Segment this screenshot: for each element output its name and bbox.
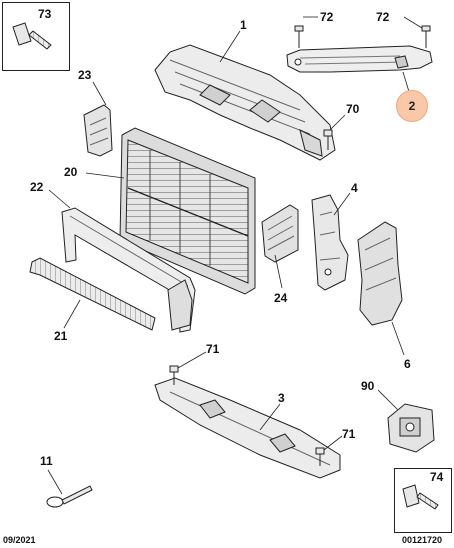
callout-90: 90 <box>361 379 375 393</box>
screw-73-icon[interactable] <box>3 3 69 70</box>
callout-3: 3 <box>278 391 285 405</box>
callout-1: 1 <box>240 18 247 32</box>
callout-23: 23 <box>78 68 92 82</box>
callout-22: 22 <box>30 180 44 194</box>
box-part-73 <box>2 2 70 71</box>
callout-20: 20 <box>64 165 78 179</box>
leader-72-right <box>403 16 423 29</box>
bolt-71-bottom[interactable] <box>315 447 325 466</box>
footer-date: 09/2021 <box>3 535 36 545</box>
callout-24: 24 <box>274 291 288 305</box>
callout-21: 21 <box>54 329 68 343</box>
part-2-upper-bracket[interactable] <box>286 45 433 73</box>
callout-2-highlight: 2 <box>396 90 428 122</box>
screw-72-right[interactable] <box>421 25 431 48</box>
callout-71-top: 71 <box>206 342 220 356</box>
callout-2: 2 <box>408 99 416 113</box>
bolt-71-top[interactable] <box>169 365 179 385</box>
leader-21 <box>63 299 81 329</box>
callout-73: 73 <box>38 7 52 21</box>
leader-1 <box>219 30 241 63</box>
part-24-mid-deflector[interactable] <box>261 204 299 263</box>
callout-71-bottom: 71 <box>342 427 356 441</box>
leader-22 <box>48 189 71 209</box>
leader-23 <box>92 81 107 106</box>
part-1-upper-crossmember[interactable] <box>154 44 336 161</box>
box-part-74 <box>394 468 452 533</box>
callout-72-right: 72 <box>376 10 390 24</box>
part-3-lower-crossmember[interactable] <box>154 377 341 479</box>
leader-11 <box>47 469 63 495</box>
part-6-right-deflector[interactable] <box>357 221 403 326</box>
part-90-clip-nut[interactable] <box>387 403 435 453</box>
leader-20 <box>85 172 125 179</box>
part-21-lower-strip[interactable] <box>29 257 156 331</box>
part-4-side-bracket[interactable] <box>311 194 349 291</box>
callout-74: 74 <box>430 470 444 484</box>
leader-4 <box>333 192 351 216</box>
callout-4: 4 <box>351 181 358 195</box>
part-23-left-deflector[interactable] <box>83 104 113 157</box>
footer-reference: 00121720 <box>402 535 443 545</box>
leader-90 <box>377 389 399 411</box>
bolt-70[interactable] <box>323 129 333 150</box>
leader-24 <box>274 254 283 289</box>
callout-72-left: 72 <box>320 10 334 24</box>
bolt-74-icon[interactable] <box>395 469 451 532</box>
leader-70 <box>329 114 346 131</box>
callout-70: 70 <box>346 102 360 116</box>
leader-3 <box>259 403 281 431</box>
part-11-tow-eye[interactable] <box>46 485 93 508</box>
screw-72-left[interactable] <box>294 25 304 48</box>
callout-11: 11 <box>40 454 53 468</box>
part-22-front-frame[interactable] <box>61 207 196 333</box>
leader-6 <box>391 321 405 356</box>
leader-71-top <box>177 351 207 369</box>
leader-71-bottom <box>323 435 343 451</box>
part-20-active-grille-shutter[interactable] <box>119 127 256 295</box>
callout-6: 6 <box>404 357 411 371</box>
